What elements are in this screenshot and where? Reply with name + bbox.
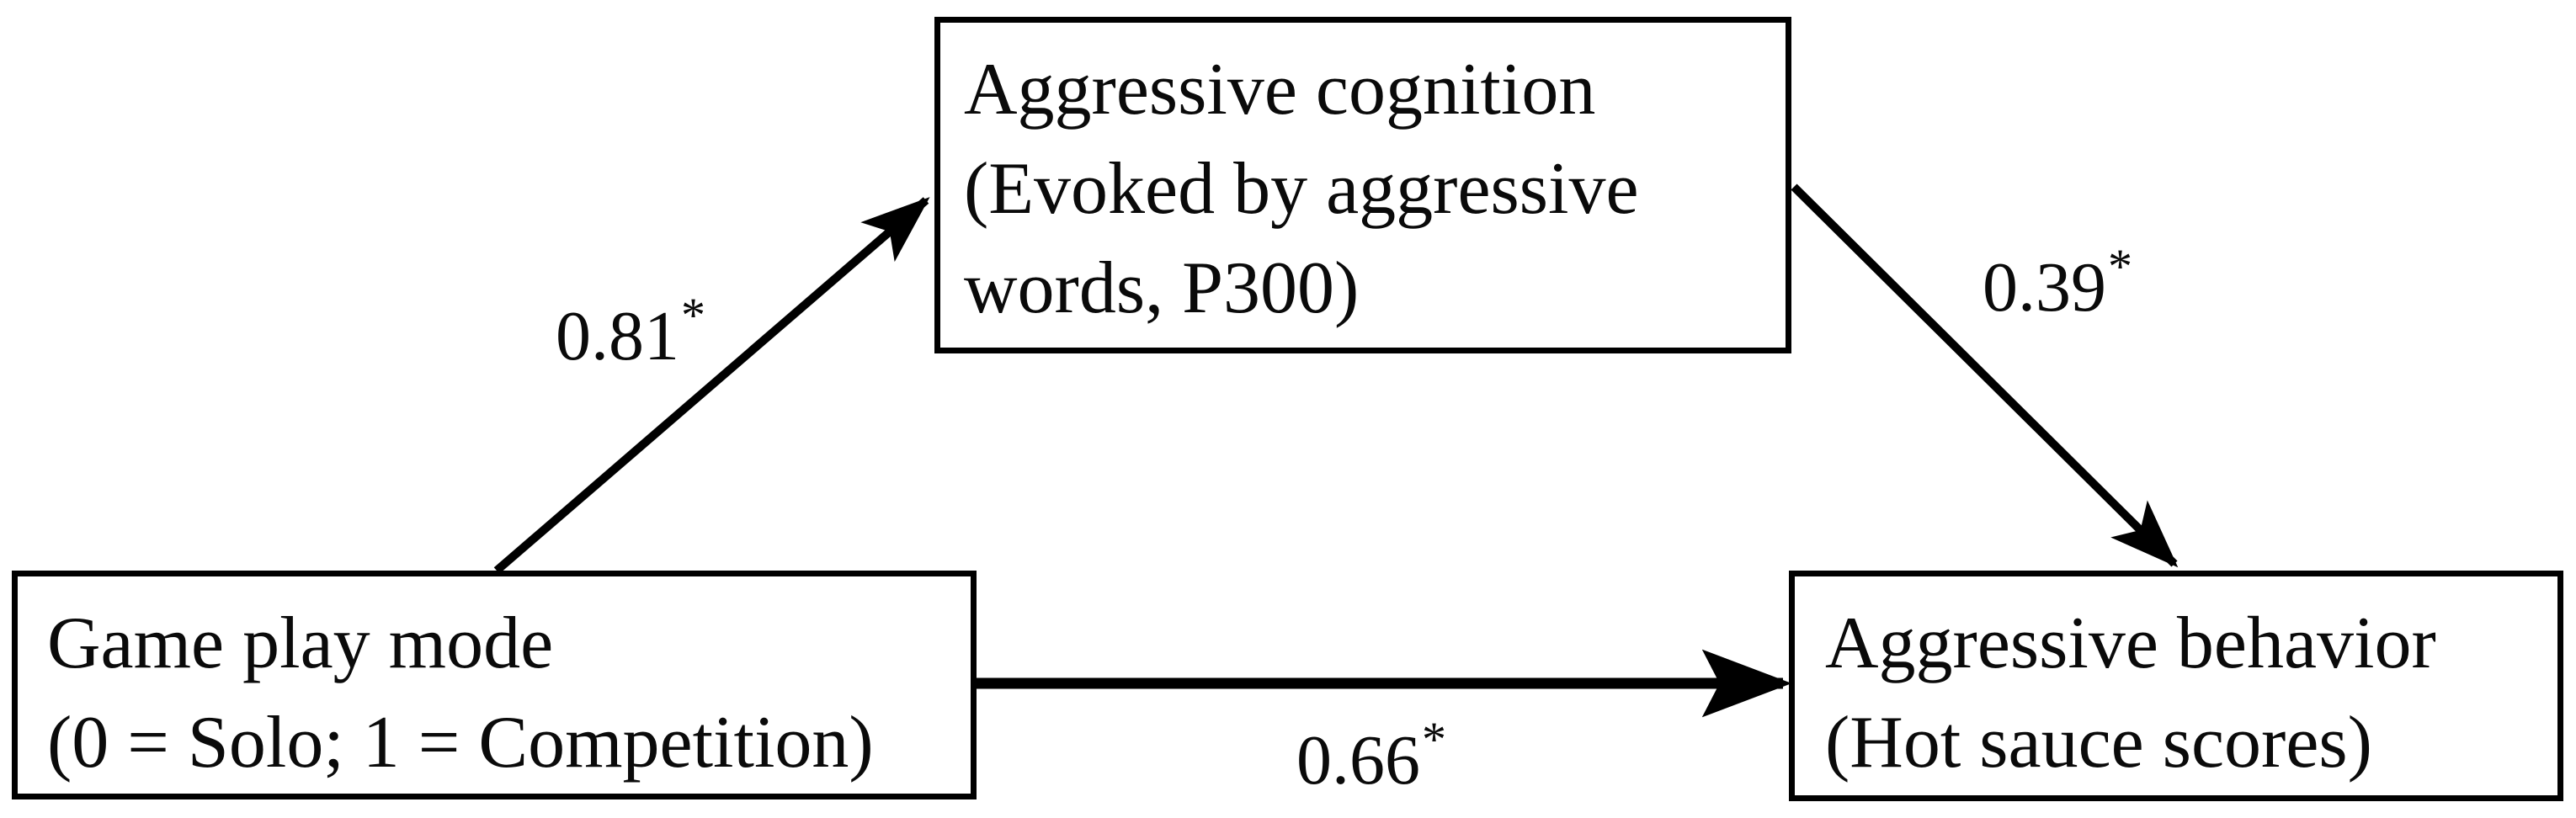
node-predictor-line-1: Game play mode bbox=[47, 603, 554, 684]
node-outcome-line-2: (Hot sauce scores) bbox=[1825, 702, 2372, 783]
path-arrow-b bbox=[1791, 183, 2179, 568]
path-label-b-significance: * bbox=[2108, 239, 2132, 294]
node-mediator-line-1: Aggressive cognition bbox=[964, 49, 1596, 130]
path-label-c: 0.66* bbox=[1296, 715, 1446, 796]
node-aggressive-behavior bbox=[1789, 571, 2563, 801]
node-predictor-line-2: (0 = Solo; 1 = Competition) bbox=[47, 702, 874, 783]
path-label-b-value: 0.39 bbox=[1983, 248, 2106, 327]
path-label-c-significance: * bbox=[1422, 712, 1446, 767]
path-label-a-value: 0.81 bbox=[556, 297, 679, 375]
node-outcome-line-1: Aggressive behavior bbox=[1825, 603, 2436, 684]
path-arrow-a bbox=[493, 197, 930, 574]
node-game-play-mode-text: Game play mode (0 = Solo; 1 = Competitio… bbox=[47, 594, 973, 796]
node-aggressive-cognition-text: Aggressive cognition (Evoked by aggressi… bbox=[964, 40, 1772, 343]
path-label-a-significance: * bbox=[681, 288, 705, 343]
path-label-a: 0.81* bbox=[556, 291, 705, 372]
path-label-b: 0.39* bbox=[1983, 242, 2132, 323]
node-mediator-line-3: words, P300) bbox=[964, 247, 1360, 329]
node-mediator-line-2: (Evoked by aggressive bbox=[964, 148, 1639, 230]
path-label-c-value: 0.66 bbox=[1296, 721, 1420, 799]
node-game-play-mode bbox=[12, 571, 977, 799]
node-aggressive-cognition bbox=[934, 17, 1791, 353]
node-aggressive-behavior-text: Aggressive behavior (Hot sauce scores) bbox=[1825, 594, 2566, 796]
